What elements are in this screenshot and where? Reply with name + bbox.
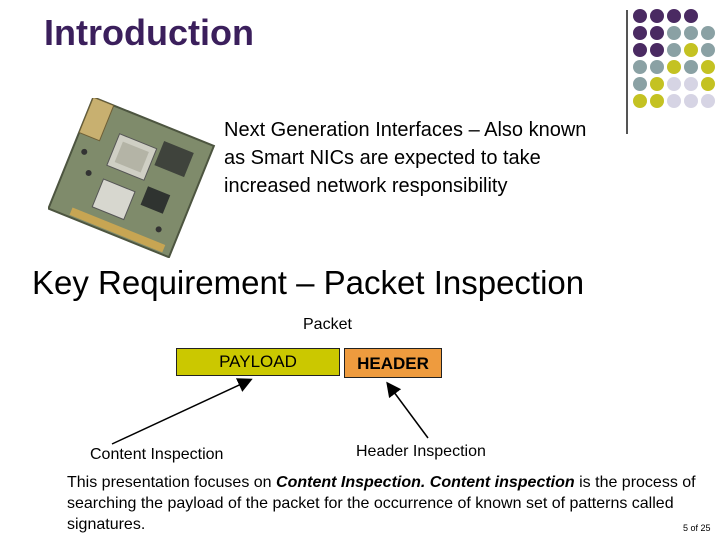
decor-dot — [684, 26, 698, 40]
decor-dot — [667, 94, 681, 108]
inspection-arrows — [111, 378, 429, 445]
intro-text: Next Generation Interfaces – Also known … — [224, 119, 587, 197]
payload-label: PAYLOAD — [219, 352, 297, 371]
decor-dot — [650, 77, 664, 91]
decor-dot — [701, 43, 715, 57]
decor-dot — [667, 43, 681, 57]
decor-dot — [701, 26, 715, 40]
decor-dot — [667, 26, 681, 40]
decor-dot — [667, 9, 681, 23]
content-inspection-label: Content Inspection — [90, 446, 224, 463]
decor-dot — [701, 60, 715, 74]
content-inspection-arrow — [111, 378, 253, 445]
decor-dot — [701, 77, 715, 91]
body-text: This presentation focuses on Content Ins… — [67, 472, 707, 535]
decor-dot — [633, 9, 647, 23]
decor-dot — [667, 77, 681, 91]
body-text-emphasis: Content Inspection. Content inspection — [276, 474, 575, 491]
decor-dot — [667, 60, 681, 74]
decor-dot — [650, 26, 664, 40]
decor-dot — [633, 60, 647, 74]
decor-dot — [650, 9, 664, 23]
decor-dot — [684, 94, 698, 108]
decor-dot — [684, 77, 698, 91]
header-inspection-label: Header Inspection — [356, 443, 486, 460]
decor-dot — [633, 43, 647, 57]
packet-label: Packet — [303, 316, 352, 333]
title-divider-line — [626, 10, 628, 134]
network-interface-card-icon — [48, 98, 216, 258]
decor-dot — [650, 43, 664, 57]
header-inspection-arrow — [386, 381, 429, 439]
header-label: HEADER — [357, 354, 429, 373]
key-requirement-heading: Key Requirement – Packet Inspection — [32, 264, 585, 301]
decor-dot — [633, 77, 647, 91]
payload-box: PAYLOAD — [176, 348, 340, 376]
slide-title: Introduction — [44, 12, 254, 53]
decor-dot — [684, 9, 698, 23]
body-text-part1: This presentation focuses on — [67, 474, 277, 491]
decor-dot — [684, 43, 698, 57]
body-text-part2: is the process of searching the payload … — [67, 474, 696, 533]
decor-dot — [650, 60, 664, 74]
header-box: HEADER — [344, 348, 442, 378]
decor-dot — [633, 94, 647, 108]
page-number: 5 of 25 — [683, 523, 711, 533]
decor-dot — [684, 60, 698, 74]
decor-dot — [650, 94, 664, 108]
dot-grid-decoration — [633, 9, 715, 108]
decor-dot — [633, 26, 647, 40]
decor-dot — [701, 94, 715, 108]
